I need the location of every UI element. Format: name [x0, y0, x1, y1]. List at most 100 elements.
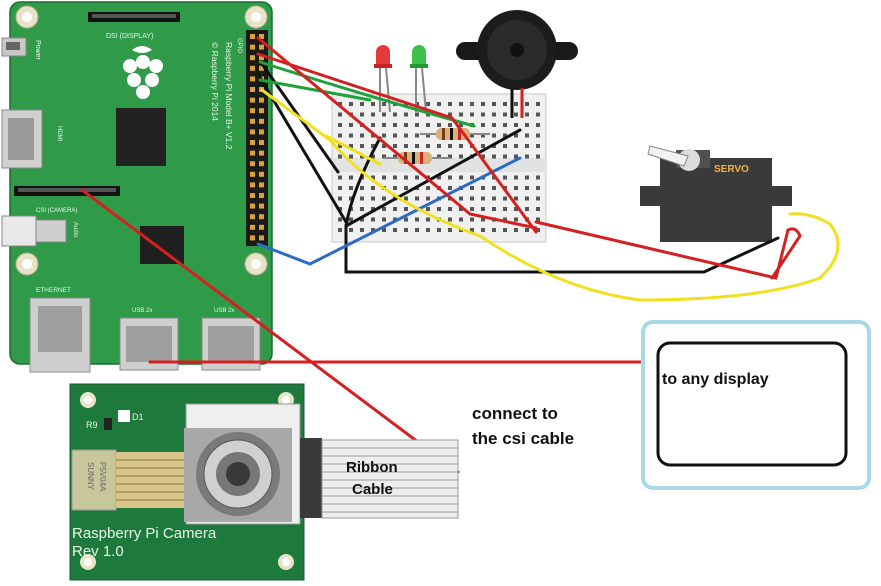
breadboard-hole [536, 112, 540, 117]
chip-text-1: P5V04A [98, 462, 107, 492]
breadboard-hole [426, 186, 430, 190]
breadboard-hole [525, 133, 529, 138]
gpio-pin [250, 182, 255, 188]
servo-label: SERVO [714, 164, 749, 175]
breadboard-hole [393, 133, 397, 138]
gpio-pin [250, 76, 255, 82]
breadboard-hole [360, 102, 364, 106]
breadboard-hole [371, 144, 375, 148]
breadboard-hole [525, 207, 529, 211]
breadboard-hole [426, 133, 430, 138]
breadboard-hole [536, 144, 540, 148]
breadboard-hole [393, 144, 397, 148]
breadboard-hole [470, 207, 474, 211]
display-text: to any display [662, 371, 769, 388]
breadboard-hole [437, 102, 441, 106]
breadboard-hole [536, 186, 540, 190]
breadboard-hole [459, 123, 463, 127]
breadboard-hole [448, 102, 452, 106]
breadboard-hole [459, 217, 463, 222]
breadboard-hole [492, 102, 496, 106]
breadboard-hole [481, 186, 485, 190]
gpio-pin [250, 65, 255, 71]
breadboard-hole [393, 207, 397, 211]
gpio-pin [250, 235, 255, 241]
breadboard-hole [514, 175, 518, 180]
breadboard-hole [503, 217, 507, 222]
breadboard-hole [503, 207, 507, 211]
breadboard-hole [525, 154, 529, 159]
breadboard-hole [415, 133, 419, 138]
breadboard-hole [349, 217, 353, 222]
breadboard-hole [481, 102, 485, 106]
breadboard-hole [393, 123, 397, 127]
breadboard-hole [371, 123, 375, 127]
breadboard-hole [371, 186, 375, 190]
breadboard-hole [492, 186, 496, 190]
breadboard-hole [459, 175, 463, 180]
breadboard-hole [514, 102, 518, 106]
wires [80, 36, 840, 474]
breadboard-hole [514, 217, 518, 222]
breadboard-hole [503, 112, 507, 117]
breadboard-hole [492, 154, 496, 159]
copyright-text: © Raspberry Pi 2014 [210, 42, 220, 121]
breadboard-hole [514, 123, 518, 127]
camera-board: R9 D1 P5V04A SUNNY Raspberry Pi Camera R… [69, 383, 322, 581]
breadboard-hole [382, 123, 386, 127]
breadboard-hole [382, 112, 386, 117]
gpio-pin [250, 150, 255, 156]
breadboard-hole [525, 196, 529, 201]
breadboard-hole [371, 228, 375, 232]
breadboard-hole [349, 186, 353, 190]
gpio-pin [250, 129, 255, 135]
breadboard-hole [437, 123, 441, 127]
gpio-pin [259, 97, 264, 103]
gpio-pin [250, 97, 255, 103]
buzzer [456, 10, 578, 118]
breadboard-hole [503, 154, 507, 159]
breadboard-hole [481, 217, 485, 222]
gpio-pin [250, 34, 255, 39]
gpio-pin [259, 34, 264, 39]
breadboard-hole [525, 123, 529, 127]
breadboard-hole [393, 154, 397, 159]
breadboard-hole [360, 133, 364, 138]
d1-label: D1 [132, 412, 144, 422]
breadboard-hole [371, 207, 375, 211]
breadboard-hole [371, 175, 375, 180]
breadboard-hole [536, 154, 540, 159]
gpio-pin [259, 235, 264, 241]
breadboard-hole [503, 123, 507, 127]
breadboard-hole [360, 186, 364, 190]
breadboard-hole [393, 228, 397, 232]
breadboard-hole [338, 175, 342, 180]
breadboard-hole [426, 217, 430, 222]
camera-title-line1: Raspberry Pi Camera [72, 525, 217, 542]
breadboard-hole [525, 175, 529, 180]
gpio-pin [259, 224, 264, 230]
breadboard-hole [470, 133, 474, 138]
usb-left-label: USB 2x [132, 308, 152, 314]
breadboard-hole [481, 144, 485, 148]
breadboard-hole [382, 144, 386, 148]
breadboard-hole [349, 102, 353, 106]
breadboard-hole [448, 186, 452, 190]
ribbon-cable: Ribbon Cable [321, 439, 459, 519]
breadboard-hole [481, 133, 485, 138]
breadboard-hole [448, 217, 452, 222]
breadboard-hole [448, 175, 452, 180]
breadboard-hole [514, 154, 518, 159]
breadboard-hole [382, 196, 386, 201]
breadboard-hole [349, 144, 353, 148]
breadboard-hole [470, 112, 474, 117]
breadboard-hole [415, 217, 419, 222]
breadboard-hole [382, 102, 386, 106]
breadboard-hole [448, 123, 452, 127]
breadboard-hole [382, 207, 386, 211]
breadboard-hole [426, 144, 430, 148]
power-label: Power [34, 40, 41, 61]
gpio-pin [259, 214, 264, 220]
breadboard-hole [338, 154, 342, 159]
